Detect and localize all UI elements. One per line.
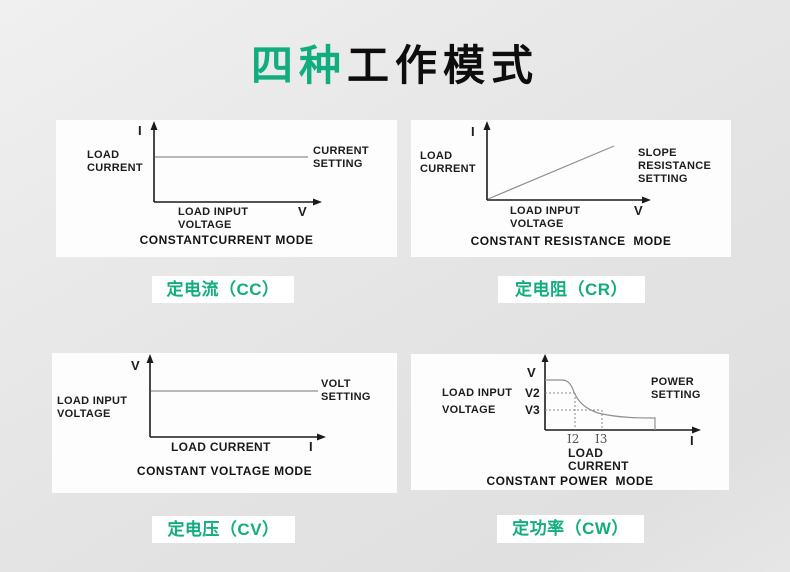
cc-x-axis-label: V	[298, 204, 307, 219]
cw-mode-badge: 定功率（CW）	[497, 515, 644, 543]
cr-y-axis-label: I	[471, 124, 475, 139]
cw-x-caption-line1: LOAD	[568, 446, 604, 460]
cr-y-axis-arrow	[483, 121, 491, 130]
cr-right-label-line1: SLOPE	[638, 147, 677, 159]
cc-x-caption-line1: LOAD INPUT	[178, 206, 249, 218]
page-title-highlight: 四种	[250, 42, 347, 89]
cc-right-label-line1: CURRENT	[313, 145, 369, 157]
cw-i3-tick-label: I3	[595, 432, 608, 446]
cc-left-label-line1: LOAD	[87, 149, 120, 161]
cr-left-label-line1: LOAD	[420, 150, 453, 162]
cv-right-label-line1: VOLT	[321, 378, 351, 390]
cr-x-axis-label: V	[634, 203, 643, 218]
cw-power-curve	[545, 379, 656, 430]
cw-x-axis-arrow	[692, 426, 701, 434]
cr-graph-svg	[483, 121, 651, 204]
cv-right-label-line2: SETTING	[321, 391, 371, 403]
cv-x-caption: LOAD CURRENT	[171, 440, 271, 454]
cw-right-label-line2: SETTING	[651, 389, 701, 401]
cv-graph-svg	[146, 354, 326, 441]
cc-mode-panel: I LOAD CURRENT CURRENT SETTING LOAD INPU…	[56, 120, 397, 257]
cc-y-axis-label: I	[138, 123, 142, 138]
cw-y-axis-arrow	[541, 354, 549, 362]
cv-mode-caption: CONSTANT VOLTAGE MODE	[136, 464, 313, 478]
cv-y-axis-arrow	[146, 354, 154, 363]
cr-mode-badge: 定电阻（CR）	[498, 276, 645, 303]
cw-i2-tick-label: I2	[567, 432, 580, 446]
cc-left-label-line2: CURRENT	[87, 162, 143, 174]
cc-mode-badge: 定电流（CC）	[152, 276, 294, 303]
cv-left-label-line2: VOLTAGE	[57, 408, 111, 420]
cr-mode-caption: CONSTANT RESISTANCE MODE	[470, 234, 672, 248]
page-title: 四种工作模式	[0, 32, 790, 93]
cr-x-axis-arrow	[642, 196, 651, 204]
cw-y-axis-label: V	[527, 365, 536, 380]
cc-y-axis-arrow	[150, 121, 158, 130]
cr-x-caption-line1: LOAD INPUT	[510, 205, 581, 217]
cv-left-label-line1: LOAD INPUT	[57, 395, 128, 407]
cc-x-axis-arrow	[313, 198, 322, 206]
cr-right-label-line3: SETTING	[638, 173, 688, 185]
cw-left-label-line1: LOAD INPUT	[442, 387, 513, 399]
cr-x-caption-line2: VOLTAGE	[510, 218, 564, 230]
cc-right-label-line2: SETTING	[313, 158, 363, 170]
cr-mode-panel: I LOAD CURRENT SLOPE RESISTANCE SETTING …	[411, 120, 731, 257]
cc-mode-caption: CONSTANTCURRENT MODE	[139, 233, 314, 247]
cr-right-label-line2: RESISTANCE	[638, 160, 712, 172]
cw-left-label-line2: VOLTAGE	[442, 404, 496, 416]
cw-v3-tick-label: V3	[525, 403, 540, 417]
cv-y-axis-label: V	[131, 358, 140, 373]
cv-mode-badge: 定电压（CV）	[152, 516, 295, 543]
cr-resistance-line	[487, 145, 615, 200]
cw-x-caption-line2: CURRENT	[568, 459, 629, 473]
cv-mode-panel: V LOAD INPUT VOLTAGE VOLT SETTING LOAD C…	[52, 353, 397, 493]
page-title-rest: 工作模式	[347, 42, 540, 89]
cw-right-label-line1: POWER	[651, 376, 695, 388]
cw-mode-panel: V LOAD INPUT V2 VOLTAGE V3 POWER SETTING…	[411, 354, 729, 490]
cv-x-axis-label: I	[309, 439, 313, 454]
cv-x-axis-arrow	[317, 433, 326, 441]
cr-left-label-line2: CURRENT	[420, 163, 476, 175]
cc-graph-svg	[150, 121, 322, 206]
cw-mode-caption: CONSTANT POWER MODE	[486, 474, 654, 488]
cw-graph-svg	[541, 354, 701, 434]
cc-x-caption-line2: VOLTAGE	[178, 219, 232, 231]
cw-v2-tick-label: V2	[525, 386, 540, 400]
cw-x-axis-label: I	[690, 433, 694, 448]
